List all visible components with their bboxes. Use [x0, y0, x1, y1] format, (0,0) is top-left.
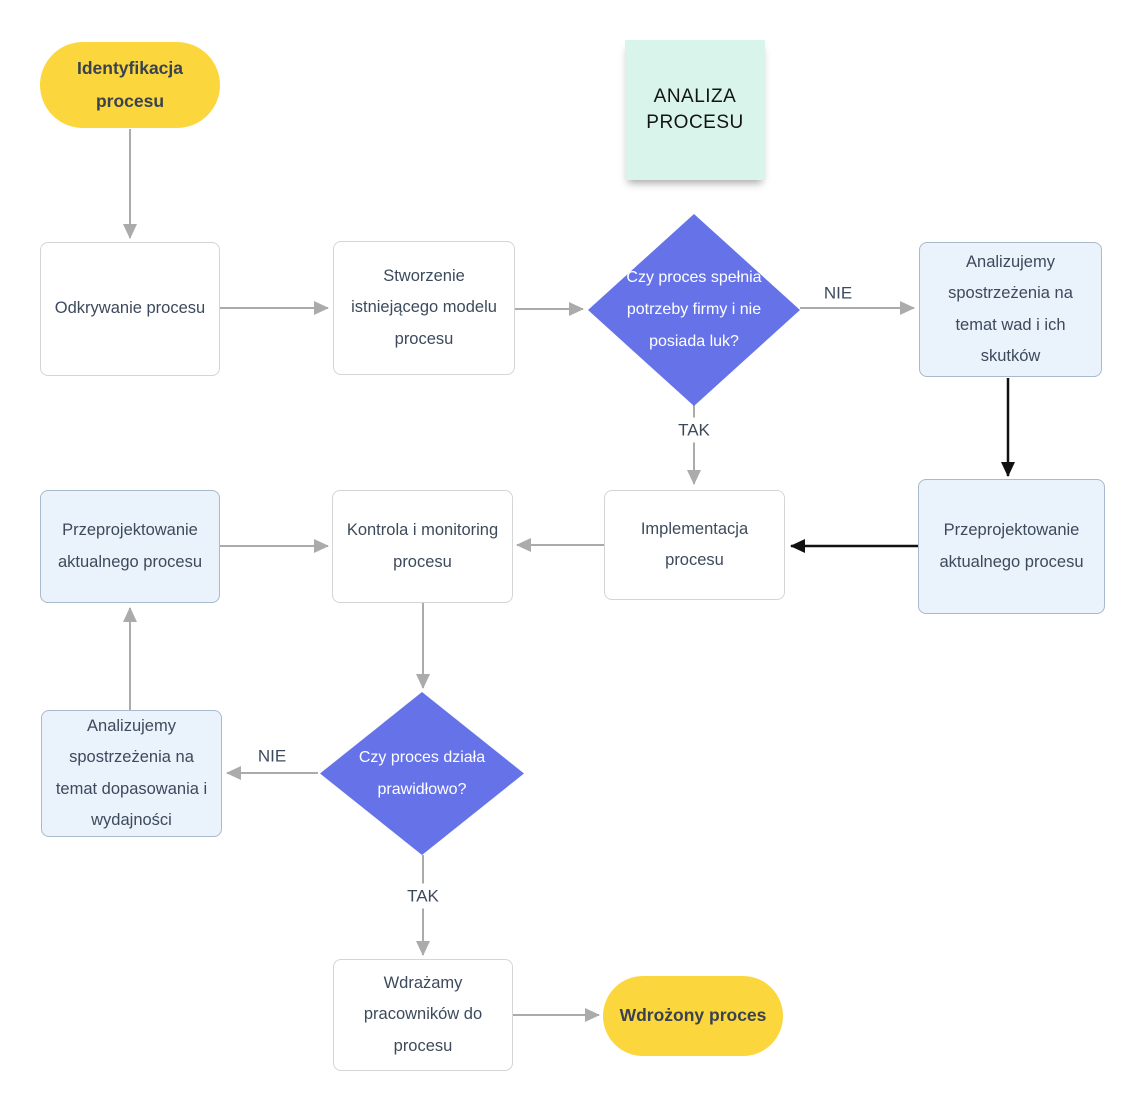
- end-terminator-label: Wdrożony proces: [619, 1005, 767, 1026]
- edge-label-yes-1: TAK: [670, 417, 718, 443]
- edge-label-yes-2: TAK: [399, 883, 447, 909]
- process-redesign-right: Przeprojektowanie aktualnego procesu: [918, 479, 1105, 614]
- process-onboard: Wdrażamy pracowników do procesu: [333, 959, 513, 1071]
- start-terminator-label: Identyfikacja procesu: [76, 57, 184, 111]
- process-analyze-fit: Analizujemy spostrzeżenia na temat dopas…: [41, 710, 222, 837]
- process-discovery: Odkrywanie procesu: [40, 242, 220, 376]
- process-implementation-label: Implementacja procesu: [640, 519, 749, 569]
- process-redesign-left-label: Przeprojektowanie aktualnego procesu: [57, 521, 203, 571]
- decision-works-correctly-label: Czy proces działa prawidłowo?: [358, 748, 486, 798]
- title-sticky-note: ANALIZA PROCESU: [625, 40, 765, 180]
- end-terminator: Wdrożony proces: [603, 976, 783, 1056]
- edge-label-no-2: NIE: [257, 746, 287, 766]
- title-sticky-note-text: ANALIZA PROCESU: [646, 86, 744, 133]
- process-control: Kontrola i monitoring procesu: [332, 490, 513, 603]
- process-redesign-left: Przeprojektowanie aktualnego procesu: [40, 490, 220, 603]
- process-implementation: Implementacja procesu: [604, 490, 785, 600]
- process-control-label: Kontrola i monitoring procesu: [346, 521, 499, 571]
- decision-needs-met-label: Czy proces spełnia potrzeby firmy i nie …: [626, 269, 762, 350]
- process-analyze-flaws: Analizujemy spostrzeżenia na temat wad i…: [919, 242, 1102, 377]
- process-analyze-fit-label: Analizujemy spostrzeżenia na temat dopas…: [55, 716, 208, 829]
- process-onboard-label: Wdrażamy pracowników do procesu: [363, 973, 483, 1055]
- start-terminator: Identyfikacja procesu: [40, 42, 220, 128]
- process-analyze-flaws-label: Analizujemy spostrzeżenia na temat wad i…: [948, 252, 1073, 365]
- process-redesign-right-label: Przeprojektowanie aktualnego procesu: [939, 521, 1084, 571]
- process-model-label: Stworzenie istniejącego modelu procesu: [351, 266, 497, 348]
- edge-label-no-1: NIE: [823, 283, 853, 303]
- process-model: Stworzenie istniejącego modelu procesu: [333, 241, 515, 375]
- process-discovery-label: Odkrywanie procesu: [54, 299, 206, 318]
